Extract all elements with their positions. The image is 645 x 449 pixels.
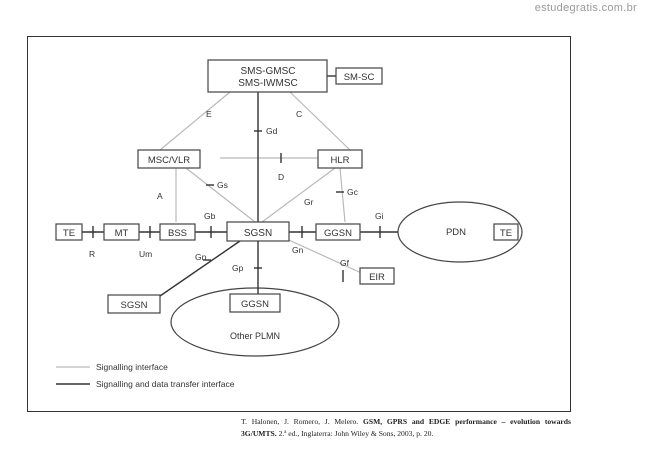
eir-label: EIR	[369, 272, 385, 283]
te-right-label: TE	[500, 228, 512, 239]
figure-frame	[27, 36, 571, 412]
interface-labels: E C Gd D Gs A Gr Gc Gb Gi R Um Gn Gn Gp …	[89, 109, 384, 273]
signalling-lines	[159, 91, 369, 277]
sms-iwmsc-label: SMS-IWMSC	[238, 78, 297, 89]
interface-a: A	[157, 191, 163, 201]
te-left-label: TE	[63, 228, 75, 239]
mt-label: MT	[115, 228, 129, 239]
caption-rest: 2.ª ed., Inglaterra: John Wiley & Sons, …	[278, 429, 434, 438]
ggsn-label: GGSN	[324, 228, 352, 239]
msc-vlr-label: MSC/VLR	[148, 155, 190, 166]
other-plmn-label: Other PLMN	[230, 331, 280, 341]
interface-gc: Gc	[347, 187, 359, 197]
interface-gi: Gi	[375, 211, 384, 221]
caption-authors: T. Halonen, J. Romero, J. Melero.	[241, 417, 359, 426]
te-right-box: TE	[493, 223, 519, 241]
interface-ticks	[92, 130, 381, 282]
sgsn-other-box: SGSN	[107, 294, 161, 314]
interface-gp: Gp	[232, 263, 244, 273]
legend-signalling-label: Signalling interface	[96, 362, 168, 372]
ggsn-other-box: GGSN	[229, 293, 281, 313]
interface-c: C	[296, 109, 302, 119]
interface-gn-1: Gn	[195, 252, 207, 262]
interface-gd: Gd	[266, 126, 278, 136]
legend: Signalling interface Signalling and data…	[56, 362, 235, 389]
eir-box: EIR	[359, 267, 395, 285]
ggsn-other-label: GGSN	[241, 299, 269, 310]
interface-gf: Gf	[340, 258, 350, 268]
sm-sc-box: SM-SC	[335, 67, 383, 85]
sms-gmsc-box: SMS-GMSC SMS-IWMSC	[207, 59, 328, 93]
pdn-label: PDN	[446, 227, 466, 238]
figure-caption: T. Halonen, J. Romero, J. Melero. GSM, G…	[241, 416, 571, 440]
interface-gr: Gr	[304, 197, 314, 207]
sms-gmsc-label: SMS-GMSC	[241, 66, 296, 77]
bss-label: BSS	[168, 228, 187, 239]
other-plmn-ellipse	[170, 287, 340, 357]
interface-gb: Gb	[204, 211, 216, 221]
watermark: estudegratis.com.br	[534, 2, 637, 14]
hlr-box: HLR	[317, 149, 363, 169]
caption-title: GSM, GPRS and EDGE performance – evoluti…	[241, 417, 571, 438]
sm-sc-label: SM-SC	[344, 72, 375, 83]
sgsn-label: SGSN	[244, 228, 272, 239]
interface-um: Um	[139, 249, 152, 259]
sgsn-other-label: SGSN	[121, 300, 148, 311]
sgsn-box: SGSN	[226, 221, 290, 242]
interface-r: R	[89, 249, 95, 259]
mt-box: MT	[103, 223, 140, 241]
interface-gs: Gs	[217, 180, 228, 190]
legend-data-label: Signalling and data transfer interface	[96, 379, 235, 389]
ggsn-box: GGSN	[315, 223, 361, 241]
interface-gn-2: Gn	[292, 245, 304, 255]
interface-e: E	[206, 109, 212, 119]
interface-d: D	[278, 172, 284, 182]
hlr-label: HLR	[330, 155, 349, 166]
bss-box: BSS	[159, 223, 196, 241]
msc-vlr-box: MSC/VLR	[137, 149, 201, 169]
te-left-box: TE	[55, 223, 83, 241]
